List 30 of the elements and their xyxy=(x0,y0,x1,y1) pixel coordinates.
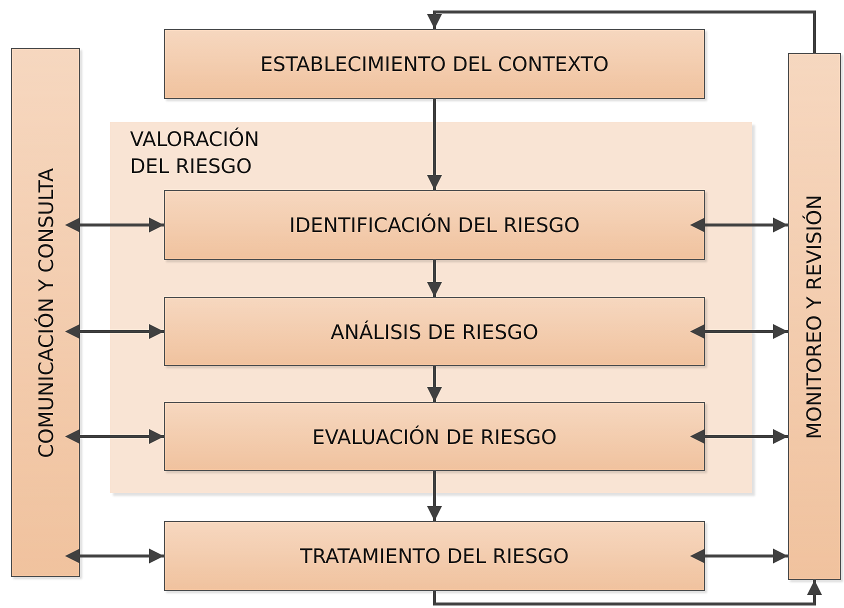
box-label: IDENTIFICACIÓN DEL RIESGO xyxy=(289,213,580,237)
arrow xyxy=(65,324,164,339)
box-label: MONITOREO Y REVISIÓN xyxy=(802,194,826,439)
arrow xyxy=(65,218,164,232)
arrow xyxy=(690,218,788,232)
process-box xyxy=(164,402,705,471)
arrow xyxy=(427,471,442,521)
arrow xyxy=(427,366,442,402)
box-label: ANÁLISIS DE RIESGO xyxy=(330,320,538,344)
process-box xyxy=(11,48,80,577)
process-box xyxy=(164,190,705,260)
process-box xyxy=(164,29,705,99)
arrow xyxy=(427,99,442,190)
arrow xyxy=(690,324,788,339)
arrow xyxy=(690,548,788,564)
arrow xyxy=(427,260,442,297)
process-box xyxy=(164,521,705,591)
arrow xyxy=(690,429,788,444)
arrow xyxy=(65,548,164,564)
group-label: VALORACIÓN DEL RIESGO xyxy=(130,126,260,180)
process-box xyxy=(788,53,841,580)
group-panel xyxy=(110,122,752,493)
process-box xyxy=(164,297,705,366)
box-label: TRATAMIENTO DEL RIESGO xyxy=(300,544,569,568)
arrow xyxy=(65,429,164,444)
box-label: EVALUACIÓN DE RIESGO xyxy=(312,424,557,448)
box-label: COMUNICACIÓN Y CONSULTA xyxy=(34,168,58,458)
box-label: ESTABLECIMIENTO DEL CONTEXTO xyxy=(260,52,609,76)
arrow xyxy=(427,10,816,53)
arrow xyxy=(433,580,822,606)
